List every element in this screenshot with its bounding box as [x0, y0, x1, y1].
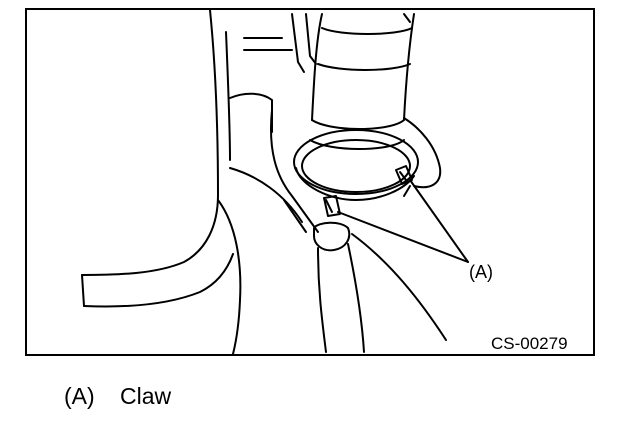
- figure-code: CS-00279: [491, 334, 568, 353]
- figure-frame: [25, 8, 595, 356]
- callout-label-a: (A): [469, 262, 493, 282]
- housing-body: [81, 9, 303, 355]
- mounting-plate: [229, 92, 442, 233]
- legend-text: Claw: [120, 383, 172, 409]
- callout-leaders: [337, 179, 469, 263]
- hose-connector: [313, 221, 447, 353]
- tube: [309, 13, 415, 150]
- legend: (A) Claw: [64, 383, 171, 410]
- legend-key: (A): [64, 383, 95, 409]
- claw-right: [395, 165, 413, 185]
- clamp-band: [293, 129, 419, 201]
- upper-bracket: [243, 13, 411, 73]
- claw-left: [323, 195, 341, 217]
